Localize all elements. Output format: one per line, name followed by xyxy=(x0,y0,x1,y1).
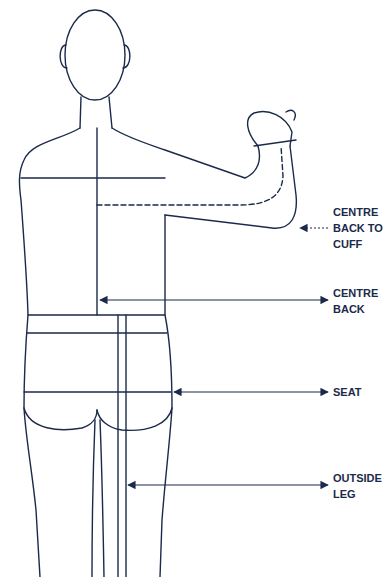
outside-leg-line xyxy=(117,315,118,577)
measurement-label: OUTSIDE LEG xyxy=(333,470,385,502)
waist-band-bottom xyxy=(27,332,167,333)
neck-left xyxy=(80,97,81,128)
thumb xyxy=(286,110,295,120)
head-outline xyxy=(65,10,125,100)
left-buttock xyxy=(24,408,97,430)
body-left-side xyxy=(19,128,80,577)
chest-line xyxy=(21,177,165,178)
leader-arrow xyxy=(128,484,328,485)
right-inner-leg xyxy=(100,420,104,577)
leader-arrow xyxy=(100,299,328,300)
leader-arrow xyxy=(174,391,328,392)
outside-leg-line xyxy=(125,315,126,577)
right-buttock xyxy=(97,408,172,430)
measurement-label: CENTRE BACK TO CUFF xyxy=(333,204,385,252)
left-inner-leg xyxy=(92,420,95,577)
measurement-label: SEAT xyxy=(333,384,385,400)
arm-bottom xyxy=(165,146,296,228)
waist-band-top xyxy=(28,314,165,315)
arm-top xyxy=(112,128,259,178)
body-right-side xyxy=(160,215,172,577)
leader-arrow xyxy=(300,227,328,228)
centre-back-line xyxy=(96,128,97,315)
cuff-mark xyxy=(254,140,296,146)
seat-line xyxy=(24,391,171,392)
left-ear xyxy=(60,45,67,68)
centre-back-to-cuff-line xyxy=(97,146,283,205)
measurement-label: CENTRE BACK xyxy=(333,285,385,317)
right-ear xyxy=(123,45,130,68)
neck-right xyxy=(109,97,112,128)
